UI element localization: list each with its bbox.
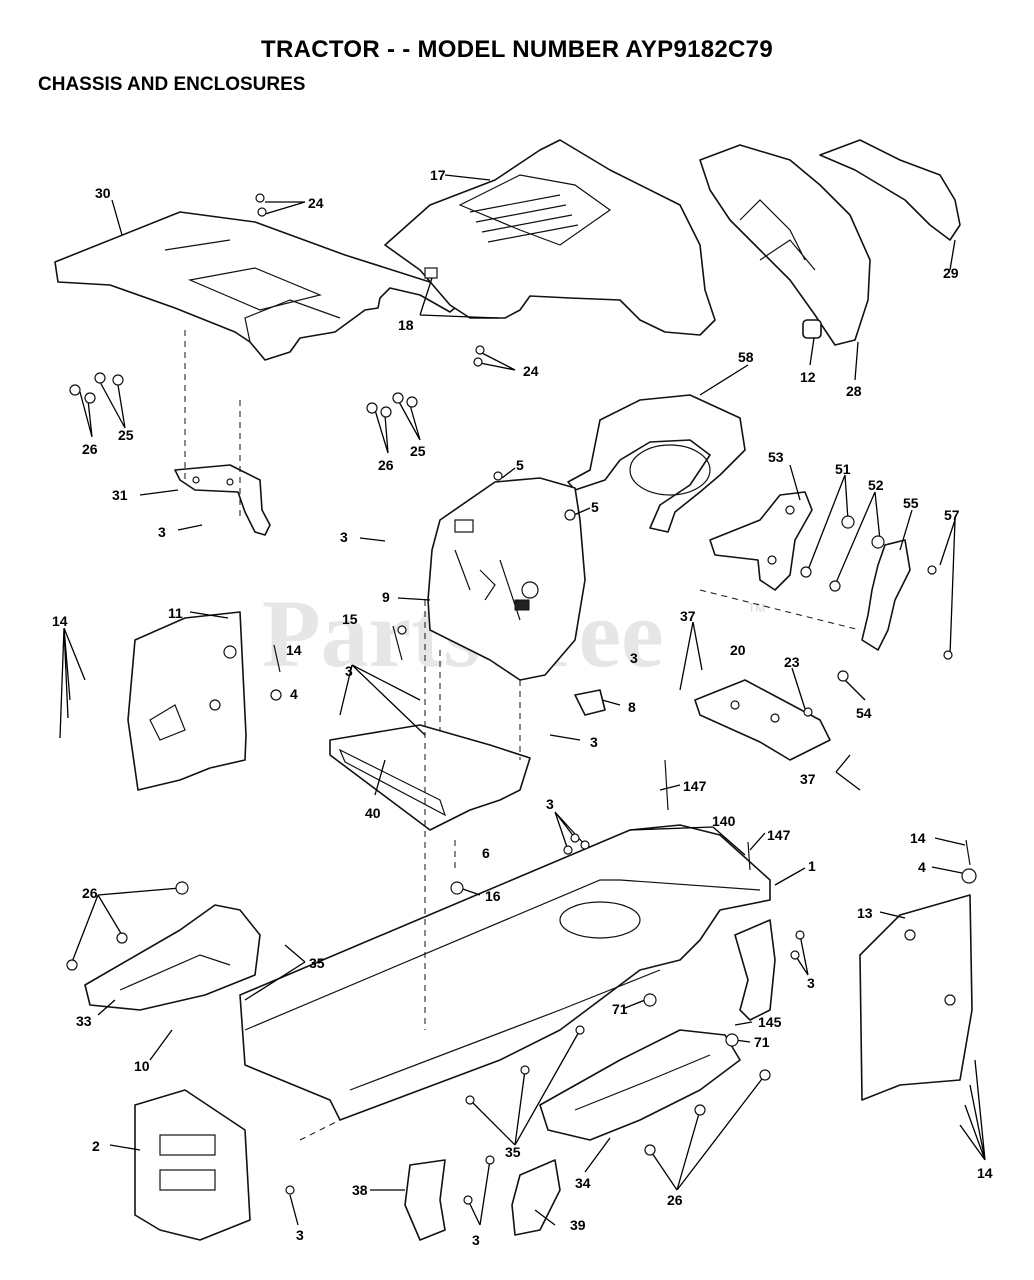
callout-16: 16 <box>485 888 501 904</box>
callout-24-b: 24 <box>523 363 539 379</box>
callout-53: 53 <box>768 449 784 465</box>
callout-13: 13 <box>857 905 873 921</box>
callout-25: 25 <box>118 427 134 443</box>
callout-140: 140 <box>712 813 736 829</box>
callout-71-b: 71 <box>754 1034 770 1050</box>
callout-15: 15 <box>342 611 358 627</box>
callout-26-b: 26 <box>378 457 394 473</box>
part-20-pedal-bracket[interactable] <box>694 679 831 761</box>
callout-55: 55 <box>903 495 919 511</box>
callout-8: 8 <box>628 699 636 715</box>
callout-9: 9 <box>382 589 390 605</box>
page-title: TRACTOR - - MODEL NUMBER AYP9182C79 <box>261 36 773 63</box>
part-53-bracket[interactable] <box>709 491 813 591</box>
callout-20: 20 <box>730 642 746 658</box>
callout-34: 34 <box>575 1175 591 1191</box>
callout-37-b: 37 <box>800 771 816 787</box>
callout-5-b: 5 <box>591 499 599 515</box>
callout-40: 40 <box>365 805 381 821</box>
fastener-hardware <box>66 193 977 1205</box>
part-31-bracket[interactable] <box>174 464 271 536</box>
callout-28: 28 <box>846 383 862 399</box>
callout-14-b: 14 <box>286 642 302 658</box>
callout-3-c: 3 <box>345 663 353 679</box>
part-34-footrest[interactable] <box>539 1029 741 1141</box>
part-8-clip[interactable] <box>574 689 606 716</box>
callout-29: 29 <box>943 265 959 281</box>
part-9-dash-tower[interactable] <box>427 477 586 681</box>
callout-58: 58 <box>738 349 754 365</box>
part-29-grille[interactable] <box>699 139 961 346</box>
callout-35: 35 <box>309 955 325 971</box>
callout-3-h: 3 <box>472 1232 480 1248</box>
part-11-left-panel[interactable] <box>127 611 247 791</box>
callout-1: 1 <box>808 858 816 874</box>
part-58-heat-shield[interactable] <box>567 394 746 533</box>
part-2-rear-plate[interactable] <box>134 1089 251 1241</box>
callout-147-b: 147 <box>767 827 791 843</box>
callout-6: 6 <box>482 845 490 861</box>
part-1-main-frame[interactable] <box>239 824 771 1121</box>
callout-18: 18 <box>398 317 414 333</box>
callout-3-b: 3 <box>340 529 348 545</box>
callout-12: 12 <box>800 369 816 385</box>
callout-26: 26 <box>82 441 98 457</box>
callout-14-d: 14 <box>977 1165 993 1181</box>
callout-30: 30 <box>95 185 111 201</box>
callout-145: 145 <box>758 1014 782 1030</box>
callout-4: 4 <box>290 686 298 702</box>
callout-17: 17 <box>430 167 446 183</box>
callout-24: 24 <box>308 195 324 211</box>
watermark-trademark: TM <box>748 601 765 615</box>
callout-31: 31 <box>112 487 128 503</box>
callout-26-d: 26 <box>667 1192 683 1208</box>
part-6-floor-plate[interactable] <box>329 724 531 831</box>
callout-39: 39 <box>570 1217 586 1233</box>
callout-14: 14 <box>52 613 68 629</box>
callout-51: 51 <box>835 461 851 477</box>
assembly-lines <box>184 330 861 1141</box>
callout-23: 23 <box>784 654 800 670</box>
callout-54: 54 <box>856 705 872 721</box>
callout-3-e: 3 <box>590 734 598 750</box>
callout-11: 11 <box>168 605 183 621</box>
callout-52: 52 <box>868 477 884 493</box>
part-38-bracket[interactable] <box>404 1159 446 1241</box>
part-55-bracket[interactable] <box>861 539 911 651</box>
callout-3: 3 <box>158 524 166 540</box>
callout-14-c: 14 <box>910 830 926 846</box>
callout-labels: 30 24 17 18 24 29 12 28 58 26 25 26 25 3… <box>52 167 993 1248</box>
callout-3-d: 3 <box>630 650 638 666</box>
callout-33: 33 <box>76 1013 92 1029</box>
callout-37: 37 <box>680 608 696 624</box>
callout-35-b: 35 <box>505 1144 521 1160</box>
callout-71: 71 <box>612 1001 628 1017</box>
section-subtitle: CHASSIS AND ENCLOSURES <box>38 74 306 95</box>
callout-4-b: 4 <box>918 859 926 875</box>
leader-lines <box>59 174 986 1226</box>
part-39-bracket[interactable] <box>511 1159 561 1236</box>
callout-5: 5 <box>516 457 524 473</box>
part-30-dash-panel[interactable] <box>54 211 463 361</box>
callout-10: 10 <box>134 1058 150 1074</box>
part-145-bracket[interactable] <box>734 919 776 1021</box>
part-33-footrest[interactable] <box>84 904 261 1011</box>
part-13-right-panel[interactable] <box>859 894 973 1101</box>
part-12-clip[interactable] <box>802 319 822 339</box>
callout-3-f: 3 <box>546 796 554 812</box>
callout-3-i: 3 <box>296 1227 304 1243</box>
callout-2: 2 <box>92 1138 100 1154</box>
callout-25-b: 25 <box>410 443 426 459</box>
callout-147: 147 <box>683 778 707 794</box>
callout-3-g: 3 <box>807 975 815 991</box>
callout-57: 57 <box>944 507 960 523</box>
callout-26-c: 26 <box>82 885 98 901</box>
callout-38: 38 <box>352 1182 368 1198</box>
